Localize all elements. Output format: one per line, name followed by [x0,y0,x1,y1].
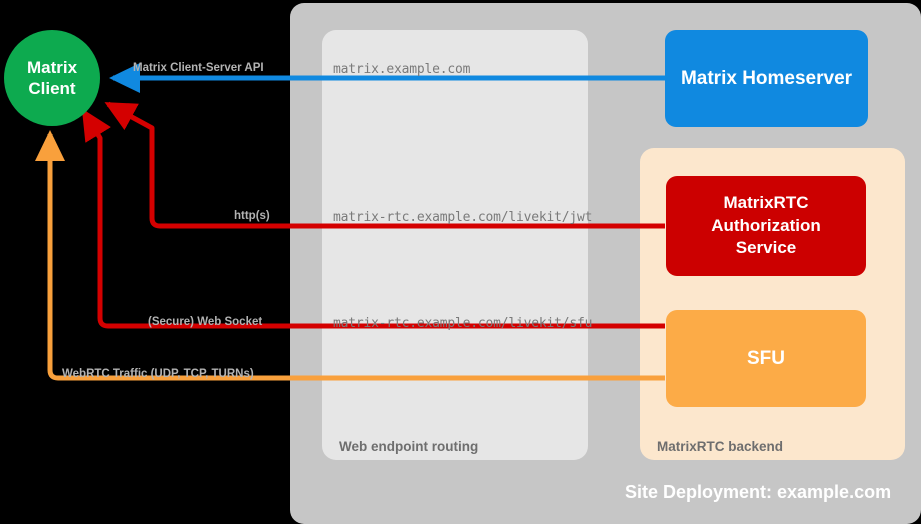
node-matrixrtc-authorization-service-shape[interactable] [666,176,866,276]
edge-livekit-sfu [81,108,665,329]
node-matrix-homeserver-shape[interactable] [665,30,868,127]
group-web-endpoint-routing [322,30,588,460]
site-deployment-label: Site Deployment: example.com [625,482,892,502]
edge-label-livekit-jwt: http(s) [234,210,270,222]
group-label-web-endpoint-routing: Web endpoint routing [339,439,479,454]
node-sfu-shape[interactable] [666,310,866,407]
group-label-matrixrtc-backend: MatrixRTC backend [657,439,784,454]
edge-url-matrix-client-server-api: matrix.example.com [333,62,471,77]
edge-url-livekit-sfu: matrix-rtc.example.com/livekit/sfu [333,316,593,331]
edge-livekit-jwt [104,101,665,229]
edge-webrtc-traffic [35,130,665,381]
edge-label-livekit-sfu: (Secure) Web Socket [148,316,263,328]
edge-label-matrix-client-server-api: Matrix Client-Server API [133,62,264,74]
node-matrix-client-shape[interactable] [4,30,100,126]
edge-url-livekit-jwt: matrix-rtc.example.com/livekit/jwt [333,210,593,225]
edge-label-webrtc-traffic: WebRTC Traffic (UDP, TCP, TURNs) [62,368,254,380]
